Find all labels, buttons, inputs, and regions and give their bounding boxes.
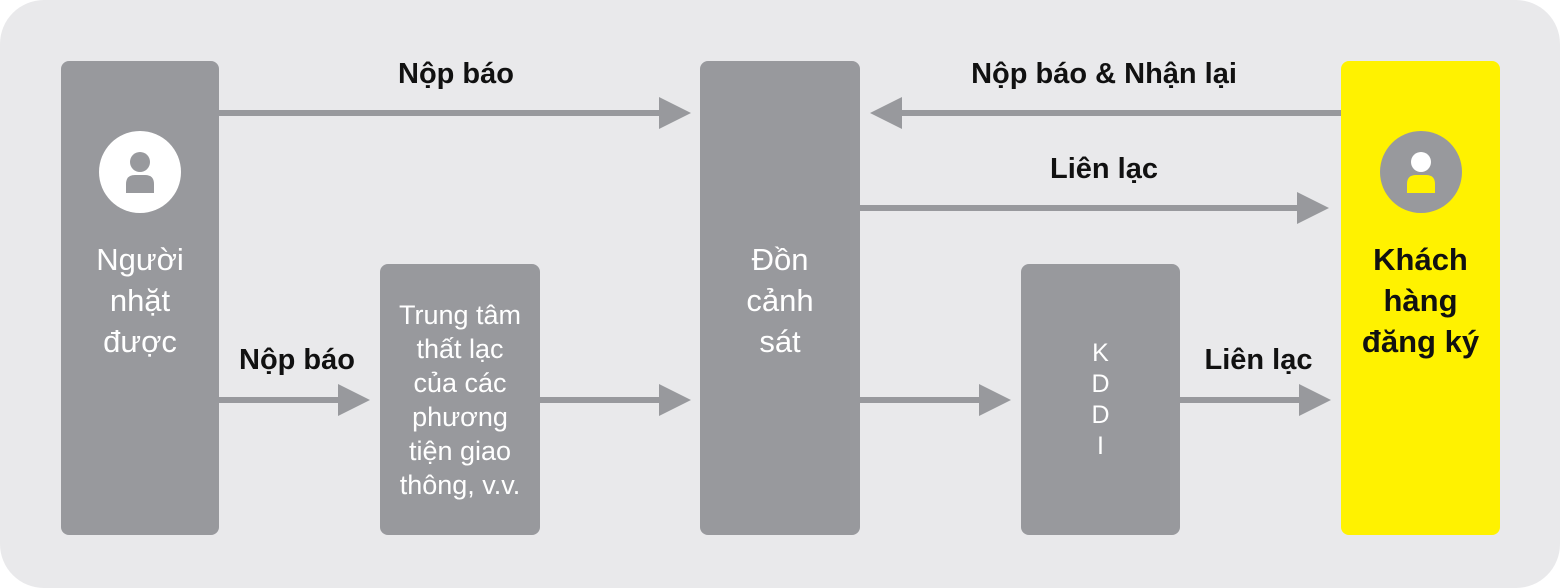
node-lost-center: Trung tâm thất lạc của các phương tiện g… (380, 264, 540, 535)
person-icon (99, 131, 181, 213)
node-customer-label: Khách hàng đăng ký (1361, 242, 1480, 359)
node-police: Đồn cảnh sát (700, 61, 860, 535)
node-kddi-label: K D D I (1091, 338, 1110, 460)
arrow-police-to-customer (860, 192, 1329, 224)
edge-label-finder-to-center: Nộp báo (239, 344, 355, 376)
arrow-finder-to-police (219, 97, 691, 129)
node-lost-center-label: Trung tâm thất lạc của các phương tiện g… (398, 299, 522, 500)
arrow-kddi-to-customer (1180, 384, 1331, 416)
arrow-police-to-kddi (860, 384, 1011, 416)
edge-label-police-to-customer: Liên lạc (1050, 153, 1158, 185)
node-customer: Khách hàng đăng ký (1341, 61, 1500, 535)
arrow-center-to-police (540, 384, 691, 416)
person-icon (1380, 131, 1462, 213)
edge-label-customer-to-police: Nộp báo & Nhận lại (971, 58, 1237, 90)
arrow-finder-to-center (219, 384, 370, 416)
edge-label-kddi-to-customer: Liên lạc (1204, 344, 1313, 376)
node-police-label: Đồn cảnh sát (746, 242, 814, 359)
arrow-customer-to-police (870, 97, 1341, 129)
node-finder-label: Người nhặt được (96, 242, 184, 359)
edge-label-finder-to-police: Nộp báo (398, 58, 514, 90)
node-finder: Người nhặt được (61, 61, 219, 535)
node-kddi: K D D I (1021, 264, 1180, 535)
